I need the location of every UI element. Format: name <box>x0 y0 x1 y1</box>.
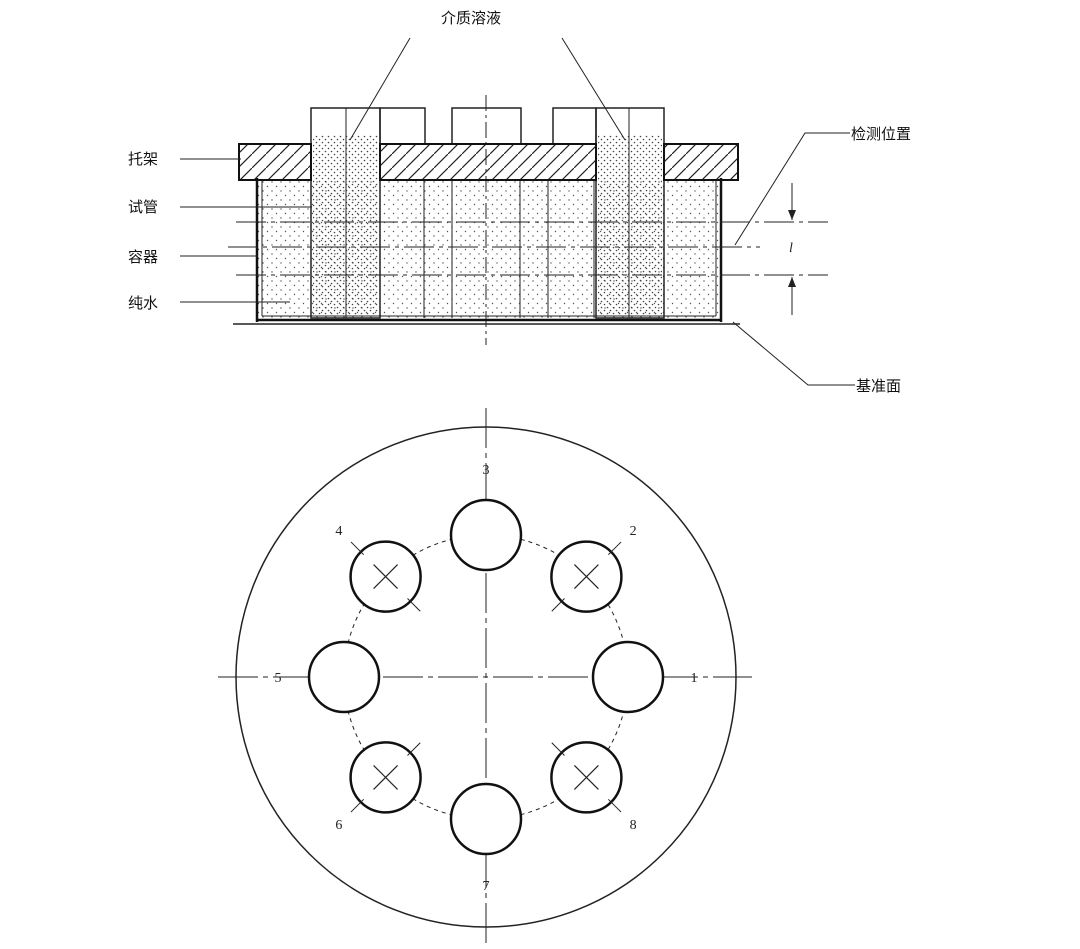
detection-lines <box>228 221 828 276</box>
position-number-3: 3 <box>483 463 490 478</box>
right-medium-tube <box>595 107 665 319</box>
position-number-1: 1 <box>691 671 698 686</box>
position-number-8: 8 <box>630 818 637 833</box>
position-number-4: 4 <box>335 524 342 539</box>
position-number-6: 6 <box>335 818 342 833</box>
tube-position-1 <box>591 640 665 714</box>
position-number-7: 7 <box>483 879 490 894</box>
label-test-tube: 试管 <box>128 198 158 216</box>
label-container: 容器 <box>128 248 158 266</box>
tube-position-4 <box>349 540 422 613</box>
tube-position-5 <box>307 640 381 714</box>
dimension-label: l <box>789 241 793 256</box>
tube-position-6 <box>349 741 422 814</box>
side-view: l 介质溶液 托架 试管 容器 纯水 检测位置 基准面 <box>128 9 911 395</box>
label-reference-plane: 基准面 <box>856 377 901 395</box>
tube-position-2 <box>550 540 623 613</box>
tube-top-left <box>379 107 426 145</box>
leader-lines <box>180 37 855 386</box>
label-pure-water: 纯水 <box>128 294 158 312</box>
dimension-marker: l <box>788 183 796 315</box>
position-number-2: 2 <box>630 524 637 539</box>
tube-top-right <box>552 107 597 145</box>
label-medium-solution: 介质溶液 <box>441 9 501 27</box>
tube-position-7 <box>449 782 523 856</box>
label-bracket: 托架 <box>128 150 158 168</box>
tube-position-8 <box>550 741 623 814</box>
tube-position-3 <box>449 498 523 572</box>
bracket <box>238 143 739 181</box>
top-view: 1 2 3 4 5 6 7 8 <box>218 408 752 945</box>
left-medium-tube <box>310 107 381 319</box>
position-number-5: 5 <box>275 671 282 686</box>
label-detection-position: 检测位置 <box>851 125 911 143</box>
